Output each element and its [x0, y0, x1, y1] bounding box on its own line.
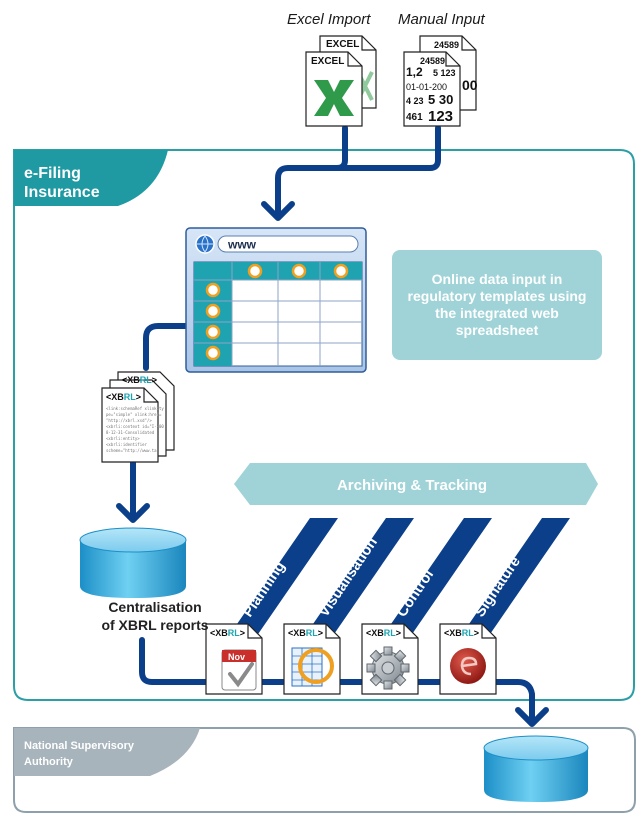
centralisation-line2: of XBRL reports: [101, 617, 209, 633]
arrow-into-browser: [261, 201, 295, 221]
efiling-title-line1: e-Filing: [24, 165, 81, 182]
flow-arrows: [116, 201, 549, 727]
stripe-control: [380, 518, 492, 640]
svg-text:24589: 24589: [420, 56, 445, 66]
svg-text:<xbrli:context id="I-200: <xbrli:context id="I-200: [106, 424, 164, 429]
svg-text:<XBRL>: <XBRL>: [210, 628, 245, 638]
url-bar: [217, 235, 359, 253]
efiling-tab: [14, 150, 168, 206]
nsa-title-line2: Authority: [24, 756, 74, 768]
wax-seal-icon: [450, 648, 486, 684]
gear-icon: [366, 646, 410, 690]
calendar-icon: Nov: [221, 649, 257, 691]
excel-import-label: Excel Import: [287, 11, 371, 28]
web-spreadsheet-icon: www: [185, 227, 367, 373]
stripe-visualisation: [302, 518, 414, 640]
svg-text:<XBRL>: <XBRL>: [288, 628, 323, 638]
manual-doc-icon: 24589 24589 1,2 5 123 01-01-200 4 23 5 3…: [403, 35, 478, 127]
svg-text:scheme="http://www.ta: scheme="http://www.ta: [106, 448, 157, 453]
svg-text:1,2: 1,2: [406, 65, 423, 79]
manual-input-label: Manual Input: [398, 11, 486, 28]
central-database-icon: [79, 527, 187, 598]
xbrl-tags: <XBRL> <XBRL> <XBRL> <XBRL> <XBRL> <XBRL…: [106, 375, 479, 638]
svg-text:www: www: [227, 238, 257, 252]
stripe-planning: [226, 518, 338, 640]
svg-text:461: 461: [406, 112, 423, 123]
pipe-browser-xbrl: [143, 323, 191, 371]
archiving-tracking-label: Archiving & Tracking: [232, 465, 592, 505]
nsa-database-icon: [483, 735, 589, 802]
nsa-tab: [14, 728, 200, 776]
online-input-text: Online data input in regulatory template…: [407, 271, 587, 338]
workflow-stripes: [226, 518, 570, 640]
magnifier-table-icon: [291, 647, 334, 687]
xbrl-docs-left: <link:schemaRef xlink:ty pe="simple" xli…: [101, 371, 175, 463]
svg-text:01-01-200: 01-01-200: [406, 82, 447, 92]
svg-text:EXCEL: EXCEL: [326, 39, 359, 50]
arrow-into-nsa: [515, 707, 549, 727]
centralisation-line1: Centralisation: [108, 599, 202, 615]
svg-text:<XBRL>: <XBRL>: [106, 392, 141, 402]
svg-text:123: 123: [428, 108, 453, 125]
arrow-into-db: [116, 503, 150, 523]
svg-text:5 30: 5 30: [428, 92, 453, 107]
svg-text:<XBRL>: <XBRL>: [366, 628, 401, 638]
svg-text:5 123: 5 123: [433, 68, 456, 78]
excel-doc-icon: EXCEL EXCEL: [305, 35, 377, 127]
online-input-box: Online data input in regulatory template…: [392, 250, 602, 360]
svg-text:"http://xbrl.xsd"/>: "http://xbrl.xsd"/>: [106, 418, 152, 423]
nsa-title-line1: National Supervisory: [24, 740, 135, 752]
svg-text:4 23: 4 23: [406, 96, 424, 106]
efiling-title-line2: Insurance: [24, 184, 100, 201]
svg-text:<link:schemaRef xlink:ty: <link:schemaRef xlink:ty: [106, 406, 164, 411]
svg-text:<xbrli:entity>: <xbrli:entity>: [106, 436, 140, 441]
archiving-tracking-text: Archiving & Tracking: [336, 476, 488, 494]
centralisation-label: Centralisation of XBRL reports: [70, 598, 240, 634]
svg-text:<XBRL>: <XBRL>: [444, 628, 479, 638]
stripe-signature: [458, 518, 570, 640]
svg-text:Nov: Nov: [228, 652, 245, 662]
nsa-panel: National Supervisory Authority: [13, 727, 636, 813]
svg-text:<xbrli:identifier: <xbrli:identifier: [106, 442, 148, 447]
svg-text:<XBRL>: <XBRL>: [122, 375, 157, 385]
pipe-manual: [297, 125, 441, 171]
archiving-band: [234, 463, 598, 505]
svg-text:24589: 24589: [434, 40, 459, 50]
svg-text:EXCEL: EXCEL: [311, 56, 344, 67]
svg-text:8-12-31-Consolidated: 8-12-31-Consolidated: [106, 430, 155, 435]
svg-text:00: 00: [462, 77, 478, 93]
svg-text:pe="simple" xlink:href=: pe="simple" xlink:href=: [106, 412, 162, 417]
